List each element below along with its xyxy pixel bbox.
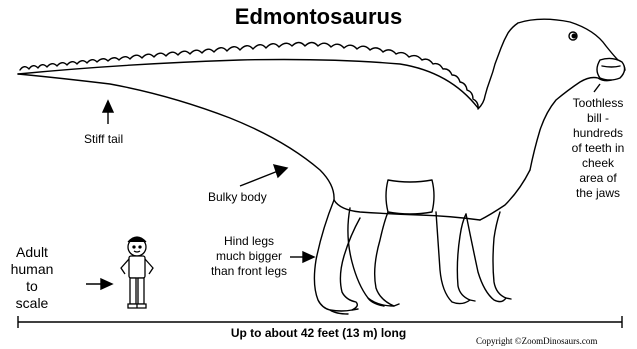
label-line: area of: [560, 171, 636, 186]
label-line: cheek: [560, 156, 636, 171]
label-line: Hind legs: [200, 234, 298, 249]
label-bulky-body: Bulky body: [208, 190, 267, 205]
label-line: Adult: [4, 244, 60, 261]
neck-front: [480, 170, 530, 220]
bill: [597, 58, 625, 80]
label-line: of teeth in: [560, 141, 636, 156]
label-line: bill -: [560, 111, 636, 126]
label-line: the jaws: [560, 186, 636, 201]
front-leg-near: [466, 212, 506, 302]
label-hind-legs: Hind legs much bigger than front legs: [200, 234, 298, 279]
thigh-band: [386, 180, 434, 214]
label-adult-human: Adult human to scale: [4, 244, 60, 312]
front-leg-far: [436, 212, 470, 304]
tail-underside: [18, 74, 334, 200]
label-stiff-tail: Stiff tail: [84, 132, 123, 147]
label-line: hundreds: [560, 126, 636, 141]
copyright-notice: Copyright ©ZoomDinosaurs.com: [476, 336, 597, 347]
hind-leg-near: [314, 200, 360, 311]
back-outline: [18, 60, 478, 109]
belly: [334, 200, 480, 220]
label-line: scale: [4, 295, 60, 312]
label-line: human to: [4, 261, 60, 295]
hind-leg-far: [348, 208, 394, 306]
label-toothless-bill: Toothless bill - hundreds of teeth in ch…: [560, 96, 636, 201]
dorsal-frill: [20, 23, 518, 109]
label-line: than front legs: [200, 264, 298, 279]
human-figure: [121, 237, 153, 308]
pupil: [572, 34, 576, 38]
page-title: Edmontosaurus: [0, 4, 637, 30]
label-line: much bigger: [200, 249, 298, 264]
label-line: Toothless: [560, 96, 636, 111]
